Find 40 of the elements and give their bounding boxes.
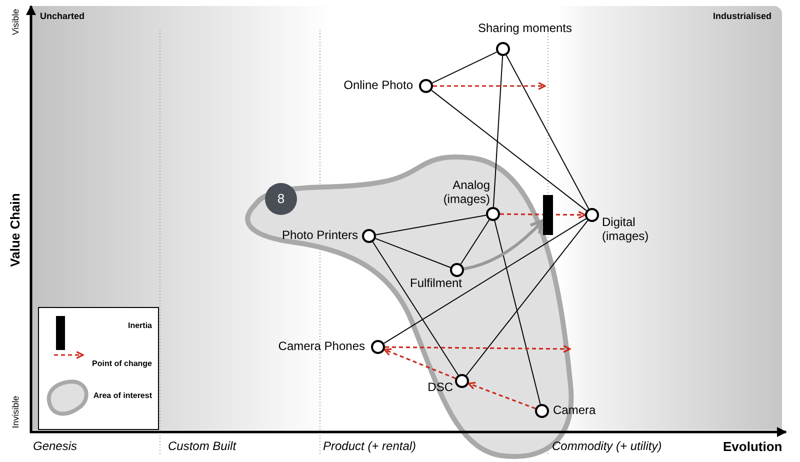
arrow [385,344,571,353]
axis-label: Value Chain [8,193,22,267]
axis-label: Genesis [33,440,78,452]
axis-label: Custom Built [168,440,236,452]
axis-label: Product (+ rental) [323,440,416,452]
arrow [464,218,544,270]
legend-label: Inertia [128,320,152,332]
component-label: Analog (images) [442,178,490,206]
connector-line [492,55,504,208]
axis-label: Commodity (+ utility) [552,440,662,452]
connector-line [372,241,459,376]
legend-label: Area of interest [93,390,152,402]
component-label: Sharing moments [478,21,572,35]
axis-label: Invisible [12,396,20,428]
connector-line [375,238,451,268]
axis-label: Uncharted [40,12,85,21]
arrow [500,210,586,219]
component-label: Photo Printers [282,228,358,242]
axis-label: Evolution [723,440,782,453]
axis-label: Visible [12,8,20,36]
axis-label: Industrialised [713,12,772,21]
arrow [433,82,546,90]
connector-line [432,52,498,84]
component-label: Online Photo [344,78,413,92]
arrow [468,382,536,410]
connector-line [506,54,590,210]
inertia-bar [543,195,553,235]
connector-line [460,219,490,265]
connector-line [466,220,588,376]
legend-label: Point of change [92,358,152,370]
connector-line [494,220,541,405]
arrow [384,348,456,380]
component-label: Fulfilment [410,276,462,290]
connector-line [383,218,587,344]
component-label: Camera [553,403,596,417]
connector-line [375,214,487,236]
connector-line [431,90,587,212]
component-label: Camera Phones [278,339,365,353]
component-label: Digital (images) [602,215,650,243]
component-label: DSC [428,380,453,394]
